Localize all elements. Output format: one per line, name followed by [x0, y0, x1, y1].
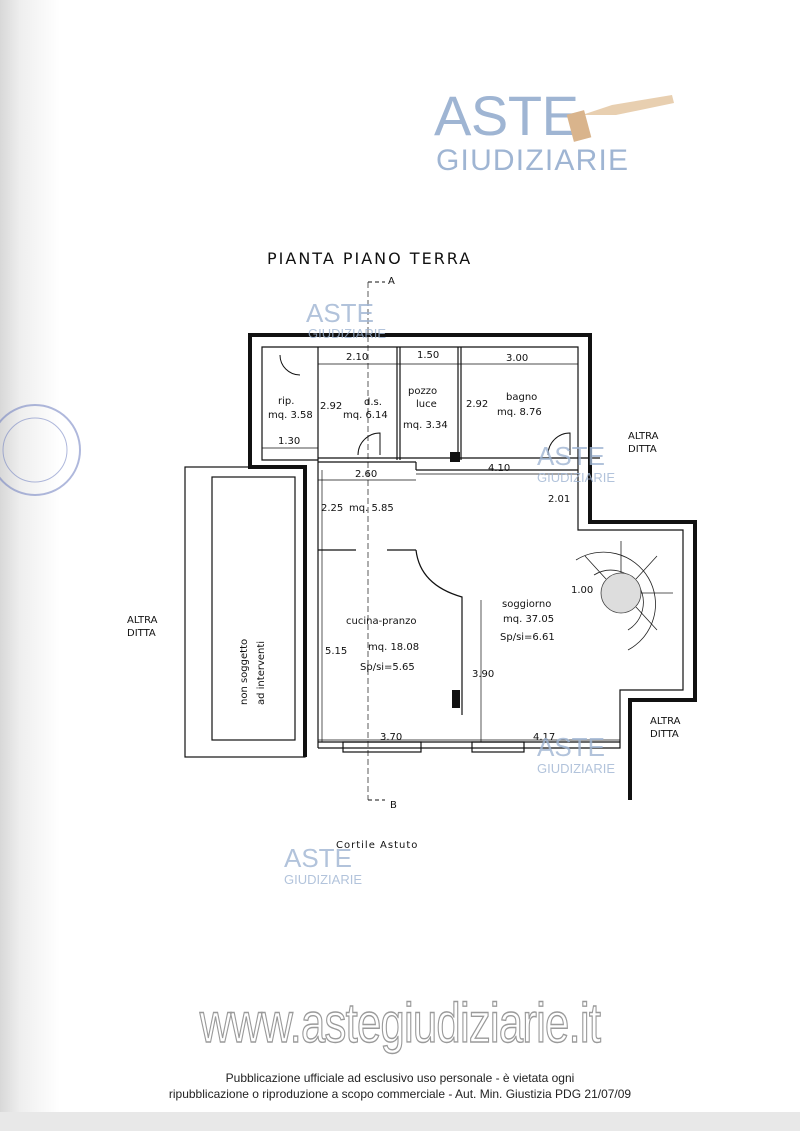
dimension-label: 1.30	[278, 436, 300, 447]
dimension-label: ASTE	[284, 843, 352, 873]
dimension-label: 4.10	[488, 463, 510, 474]
room-pozzo-2: luce	[416, 399, 437, 410]
room-rip: rip.	[278, 396, 294, 407]
room-soggiorno-ratio: Sp/si=6.61	[500, 632, 555, 643]
dimension-label: ASTE	[537, 732, 605, 762]
dimension-label: 3.70	[380, 732, 402, 743]
dimension-labels: 2.10 1.50 3.00 2.92 2.92 1.30 2.60 4.10 …	[262, 350, 620, 743]
dimension-label: GIUDIZIARIE	[537, 470, 615, 485]
room-soggiorno-area: mq. 37.05	[503, 614, 554, 625]
room-ds-area: mq. 6.14	[343, 410, 388, 421]
dimension-label: 3.00	[506, 353, 528, 364]
neighbor-labels: ALTRA DITTA ALTRA DITTA ALTRA DITTA	[127, 431, 681, 740]
courtyard-label: Cortile Astuto	[336, 840, 418, 851]
room-pozzo: pozzo	[408, 386, 437, 397]
dimension-label: 2.92	[320, 401, 342, 412]
dimension-label: ALTRA	[628, 431, 659, 442]
room-cucina-area: mq. 18.08	[368, 642, 419, 653]
excluded-label-1: non soggetto	[239, 639, 250, 705]
dimension-label: 3.90	[472, 669, 494, 680]
room-pozzo-area: mq. 3.34	[403, 420, 448, 431]
room-labels: rip. mq. 3.58 d.s. mq. 6.14 pozzo luce m…	[268, 386, 555, 673]
website-watermark: www.astegiudiziarie.it	[199, 990, 601, 1054]
dimension-label: 1.50	[417, 350, 439, 361]
watermark-logo: ASTE GIUDIZIARIE	[434, 84, 674, 177]
disclaimer-line-1: Pubblicazione ufficiale ad esclusivo uso…	[225, 1071, 575, 1085]
dimension-label: 5.15	[325, 646, 347, 657]
page-edge	[0, 1112, 800, 1131]
room-rip-area: mq. 3.58	[268, 410, 313, 421]
dimension-label: ALTRA	[650, 716, 681, 727]
room-ds: d.s.	[364, 397, 382, 408]
dimension-label: 2.10	[346, 352, 368, 363]
dimension-label: 2.25	[321, 503, 343, 514]
stamp	[0, 404, 81, 496]
dimension-label: DITTA	[628, 444, 657, 455]
dimension-label: 2.60	[355, 469, 377, 480]
page-binding-shadow	[0, 0, 60, 1131]
dimension-label: GIUDIZIARIE	[308, 326, 386, 341]
room-cucina: cucina-pranzo	[346, 616, 416, 627]
dimension-label: ALTRA	[127, 615, 158, 626]
dimension-label: 2.01	[548, 494, 570, 505]
inner-walls	[261, 346, 684, 753]
dimension-label: 4.17	[533, 732, 555, 743]
dimension-label: ASTE	[434, 84, 579, 147]
dimension-label: ASTE	[306, 298, 374, 328]
dimension-label: 1.00	[571, 585, 593, 596]
dimension-label: 2.92	[466, 399, 488, 410]
dimension-label: GIUDIZIARIE	[537, 761, 615, 776]
spiral-stair-icon	[575, 541, 673, 651]
watermark-small: ASTE GIUDIZIARIE ASTE GIUDIZIARIE ASTE G…	[284, 298, 615, 887]
plan-title: PIANTA PIANO TERRA	[267, 249, 472, 268]
door-swings	[279, 354, 571, 456]
room-cucina-ratio: Sp/si=5.65	[360, 662, 415, 673]
section-label-b: B	[390, 800, 397, 811]
dimension-label: DITTA	[650, 729, 679, 740]
excluded-label-2: ad interventi	[256, 641, 267, 705]
room-bagno: bagno	[506, 392, 537, 403]
dimension-label: ASTE	[537, 441, 605, 471]
dimension-label: GIUDIZIARIE	[284, 872, 362, 887]
disclaimer-line-2: ripubblicazione o riproduzione a scopo c…	[168, 1087, 632, 1101]
dimension-label: DITTA	[127, 628, 156, 639]
room-soggiorno: soggiorno	[502, 599, 551, 610]
room-bagno-area: mq. 8.76	[497, 407, 542, 418]
dimension-label: GIUDIZIARIE	[436, 144, 628, 177]
room-disimpegno-area: mq. 5.85	[349, 503, 394, 514]
section-label-a: A	[388, 276, 395, 287]
